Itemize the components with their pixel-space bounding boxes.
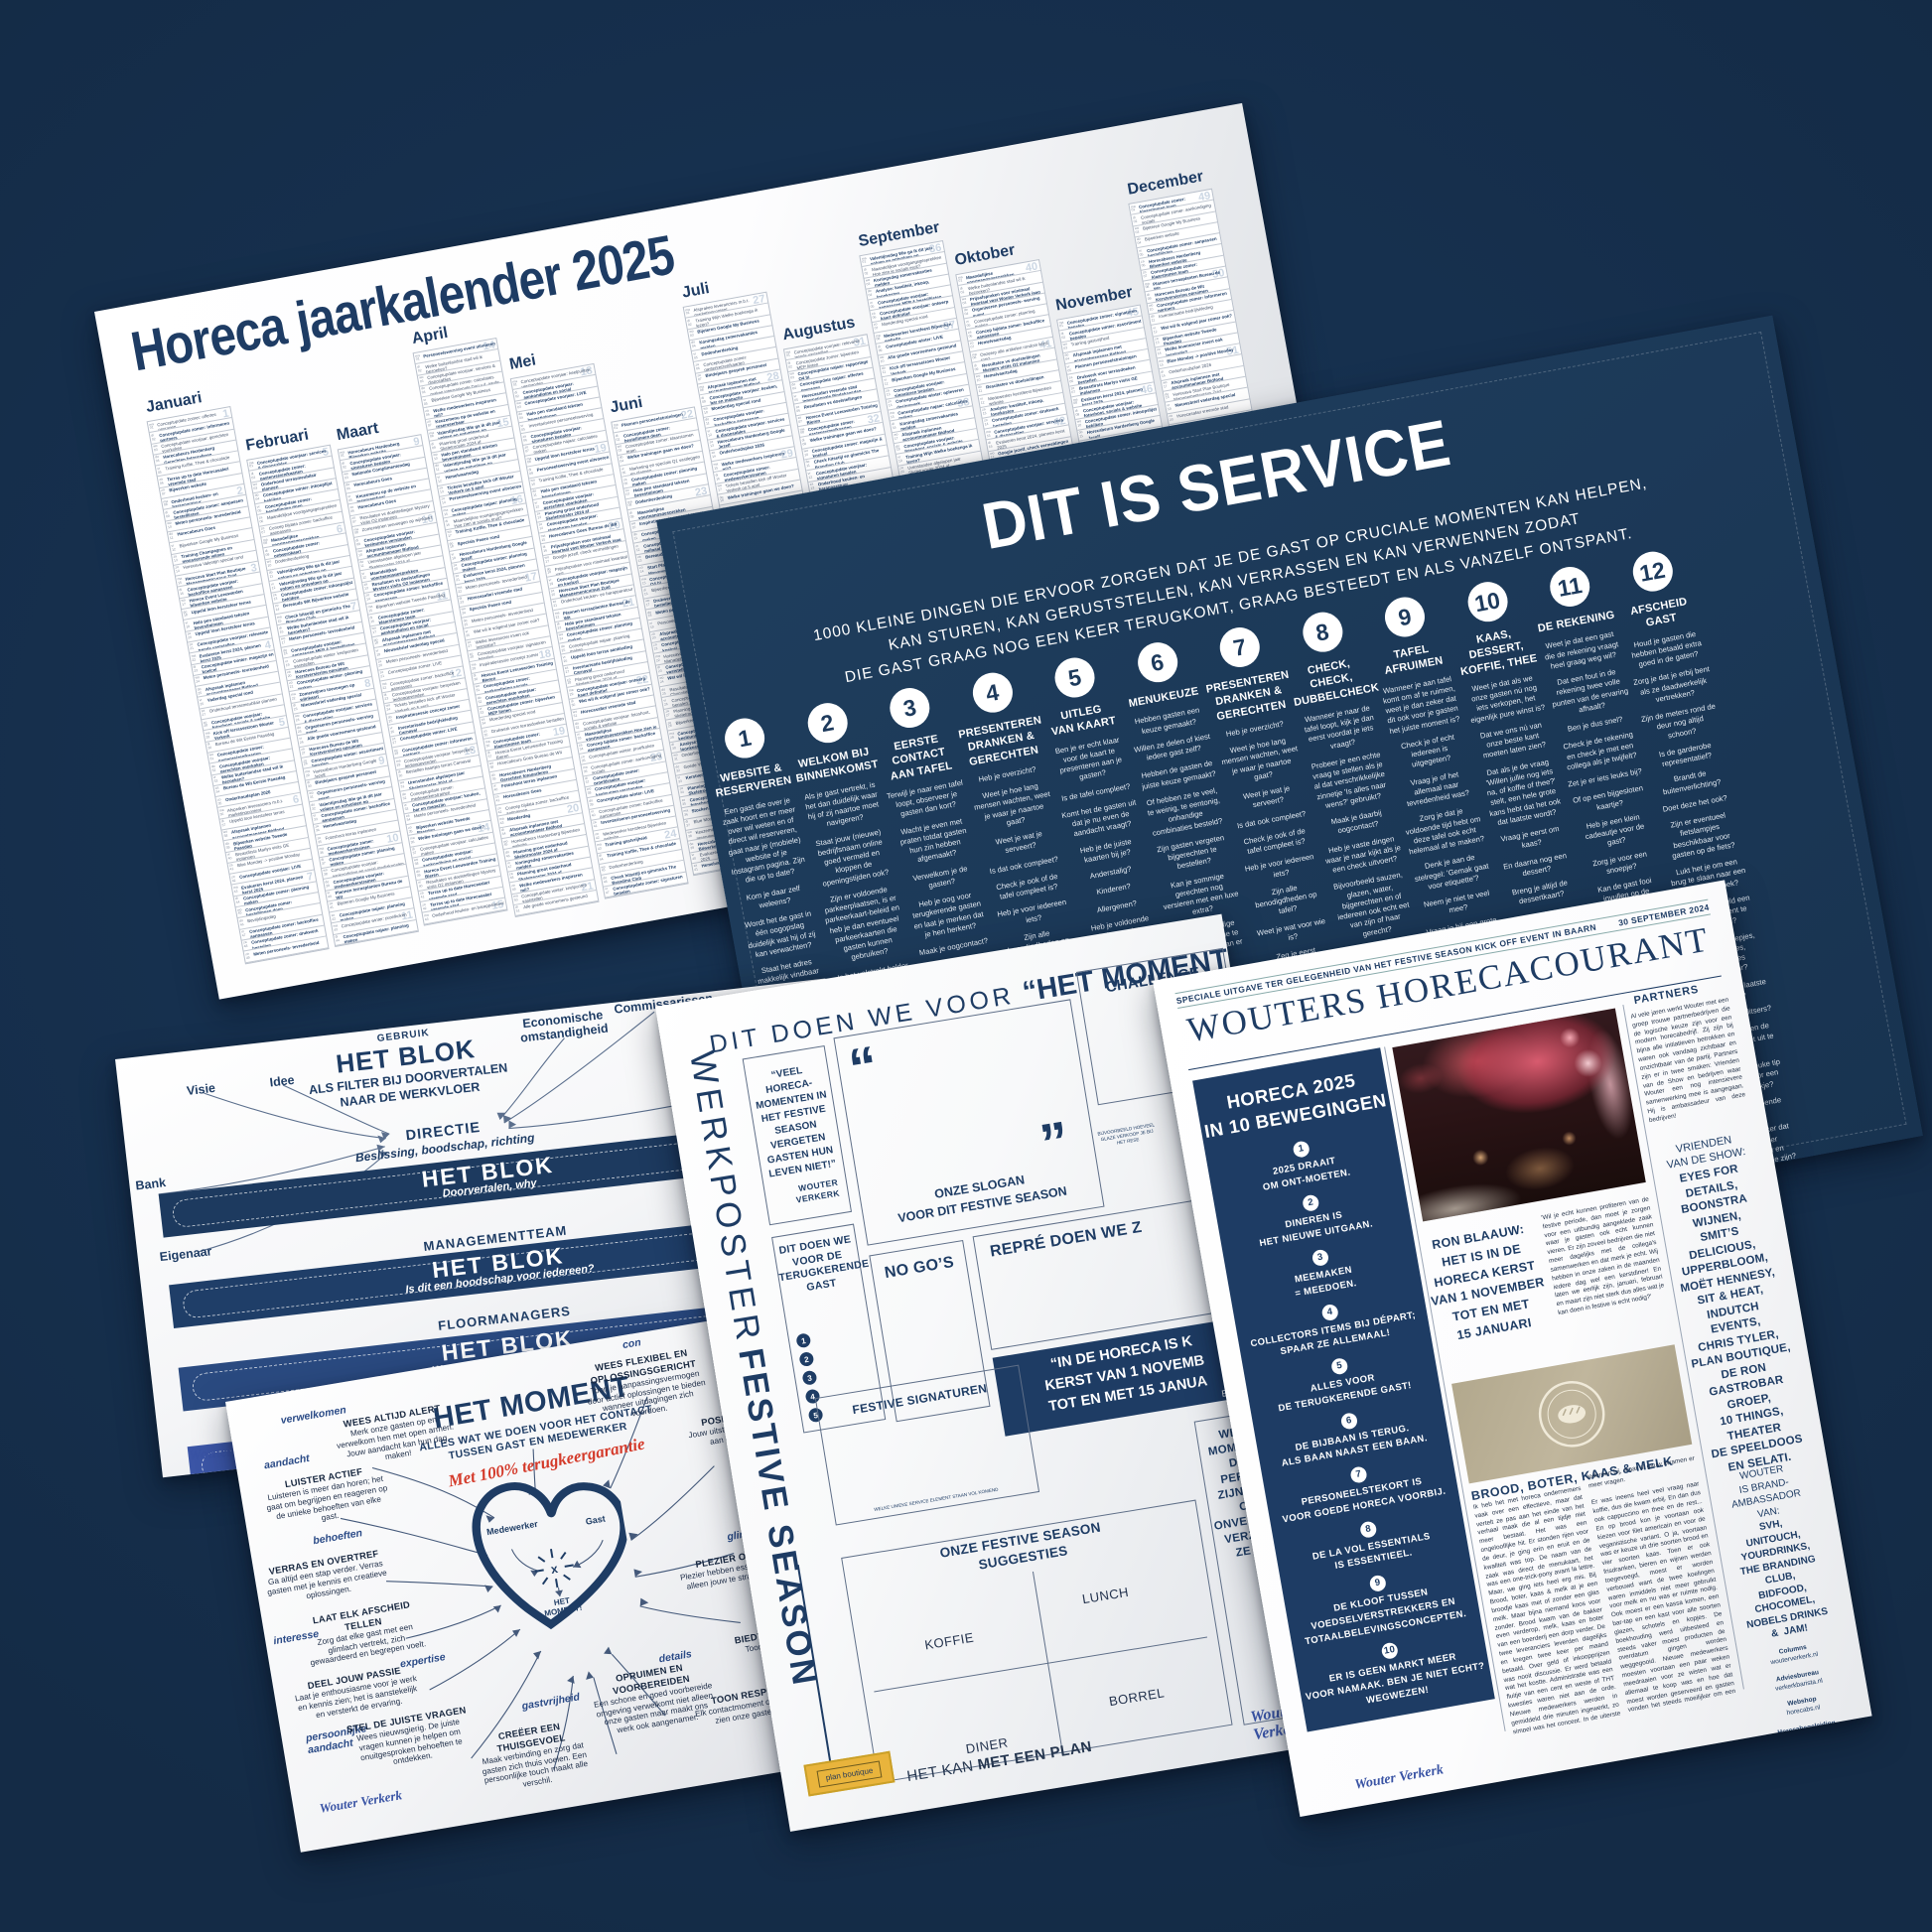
svg-text:x: x [550, 1562, 559, 1577]
